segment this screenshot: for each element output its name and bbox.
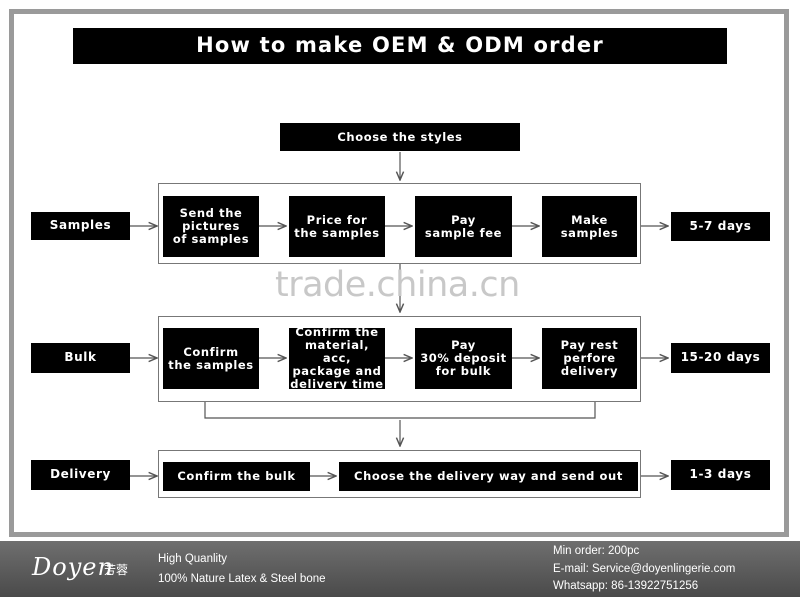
step-pay-sample-fee: Pay sample fee [415,196,512,257]
delivery-duration: 1-3 days [671,460,770,490]
step-pay-deposit: Pay 30% deposit for bulk [415,328,512,389]
samples-label: Samples [31,212,130,240]
min-order-text: Min order: 200pc [553,545,640,557]
watermark: trade.china.cn [275,265,520,305]
step-make-samples: Make samples [542,196,637,257]
email-text: E-mail: Service@doyenlingerie.com [553,563,736,575]
step-send-pictures: Send the pictures of samples [163,196,259,257]
brand-logo-cn: 芳蓉 [104,563,129,577]
step-choose-styles: Choose the styles [280,123,520,151]
step-confirm-samples: Confirm the samples [163,328,259,389]
bulk-duration: 15-20 days [671,343,770,373]
footer-bar: Doyen 芳蓉 High Quanlity 100% Nature Latex… [0,541,800,597]
page-title: How to make OEM & ODM order [73,28,727,64]
step-pay-rest: Pay rest perfore delivery [542,328,637,389]
delivery-label: Delivery [31,460,130,490]
quality-text: High Quanlity [158,553,228,565]
material-text: 100% Nature Latex & Steel bone [158,573,326,585]
step-confirm-material: Confirm the material, acc, package and d… [289,325,385,391]
samples-duration: 5-7 days [671,212,770,241]
diagram-frame [9,9,789,537]
step-price-samples: Price for the samples [289,196,385,257]
brand-logo: Doyen [32,553,114,581]
whatsapp-text: Whatsapp: 86-13922751256 [553,580,699,592]
bulk-label: Bulk [31,343,130,373]
step-confirm-bulk: Confirm the bulk [163,462,310,491]
step-choose-delivery: Choose the delivery way and send out [339,462,638,491]
